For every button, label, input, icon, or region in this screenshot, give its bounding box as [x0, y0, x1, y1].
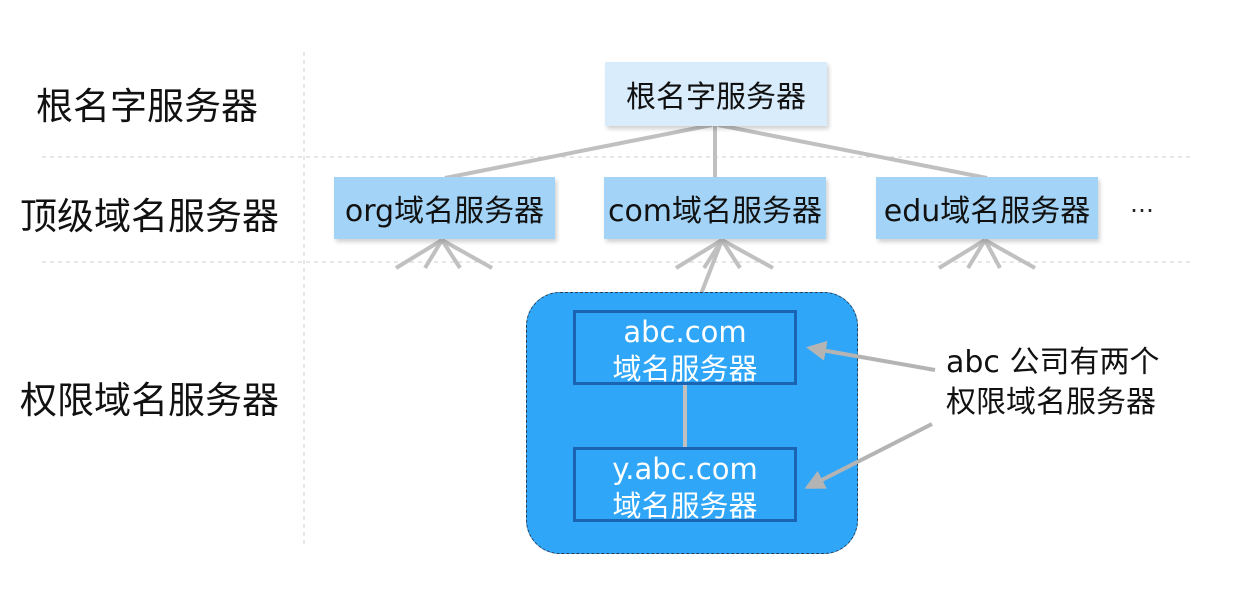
level-label-root: 根名字服务器 [36, 85, 258, 128]
fanout-com-3 [720, 238, 742, 270]
root-server-node: 根名字服务器 [605, 62, 827, 126]
org-server-node: org域名服务器 [334, 177, 555, 239]
abc-com-domain: abc.com [623, 315, 747, 349]
fanout-org-1 [394, 238, 444, 270]
fanout-org-3 [440, 238, 462, 270]
y-abc-com-server-node: y.abc.com 域名服务器 [573, 447, 797, 523]
connector-root-edu [717, 123, 988, 180]
edu-server-node: edu域名服务器 [876, 177, 1098, 239]
com-server-node: com域名服务器 [604, 177, 826, 239]
fanout-org-2 [423, 238, 444, 270]
abc-company-zone [526, 292, 858, 554]
connector-root-org [444, 123, 713, 180]
annotation-line-2: 权限域名服务器 [946, 385, 1156, 420]
annotation-arrow-abc [806, 340, 936, 372]
fanout-edu-4 [984, 238, 1036, 270]
y-abc-com-domain: y.abc.com [612, 452, 758, 486]
level-label-tld: 顶级域名服务器 [20, 195, 279, 238]
y-abc-com-server-label: 域名服务器 [612, 489, 758, 523]
fanout-edu-3 [983, 239, 1002, 269]
annotation-arrow-yabc [804, 422, 933, 489]
abc-com-server-label: 域名服务器 [612, 352, 758, 386]
abc-com-server-node: abc.com 域名服务器 [573, 310, 797, 386]
fanout-edu-2 [966, 238, 987, 270]
fanout-org-4 [441, 238, 493, 270]
level-label-authoritative: 权限域名服务器 [20, 379, 279, 422]
fanout-edu-1 [937, 238, 987, 270]
fanout-com-1 [674, 238, 724, 270]
annotation-line-1: abc 公司有两个 [946, 345, 1160, 380]
more-servers-ellipsis: … [1130, 190, 1154, 218]
annotation-text: abc 公司有两个 权限域名服务器 [946, 343, 1159, 423]
fanout-com-4 [721, 238, 774, 270]
